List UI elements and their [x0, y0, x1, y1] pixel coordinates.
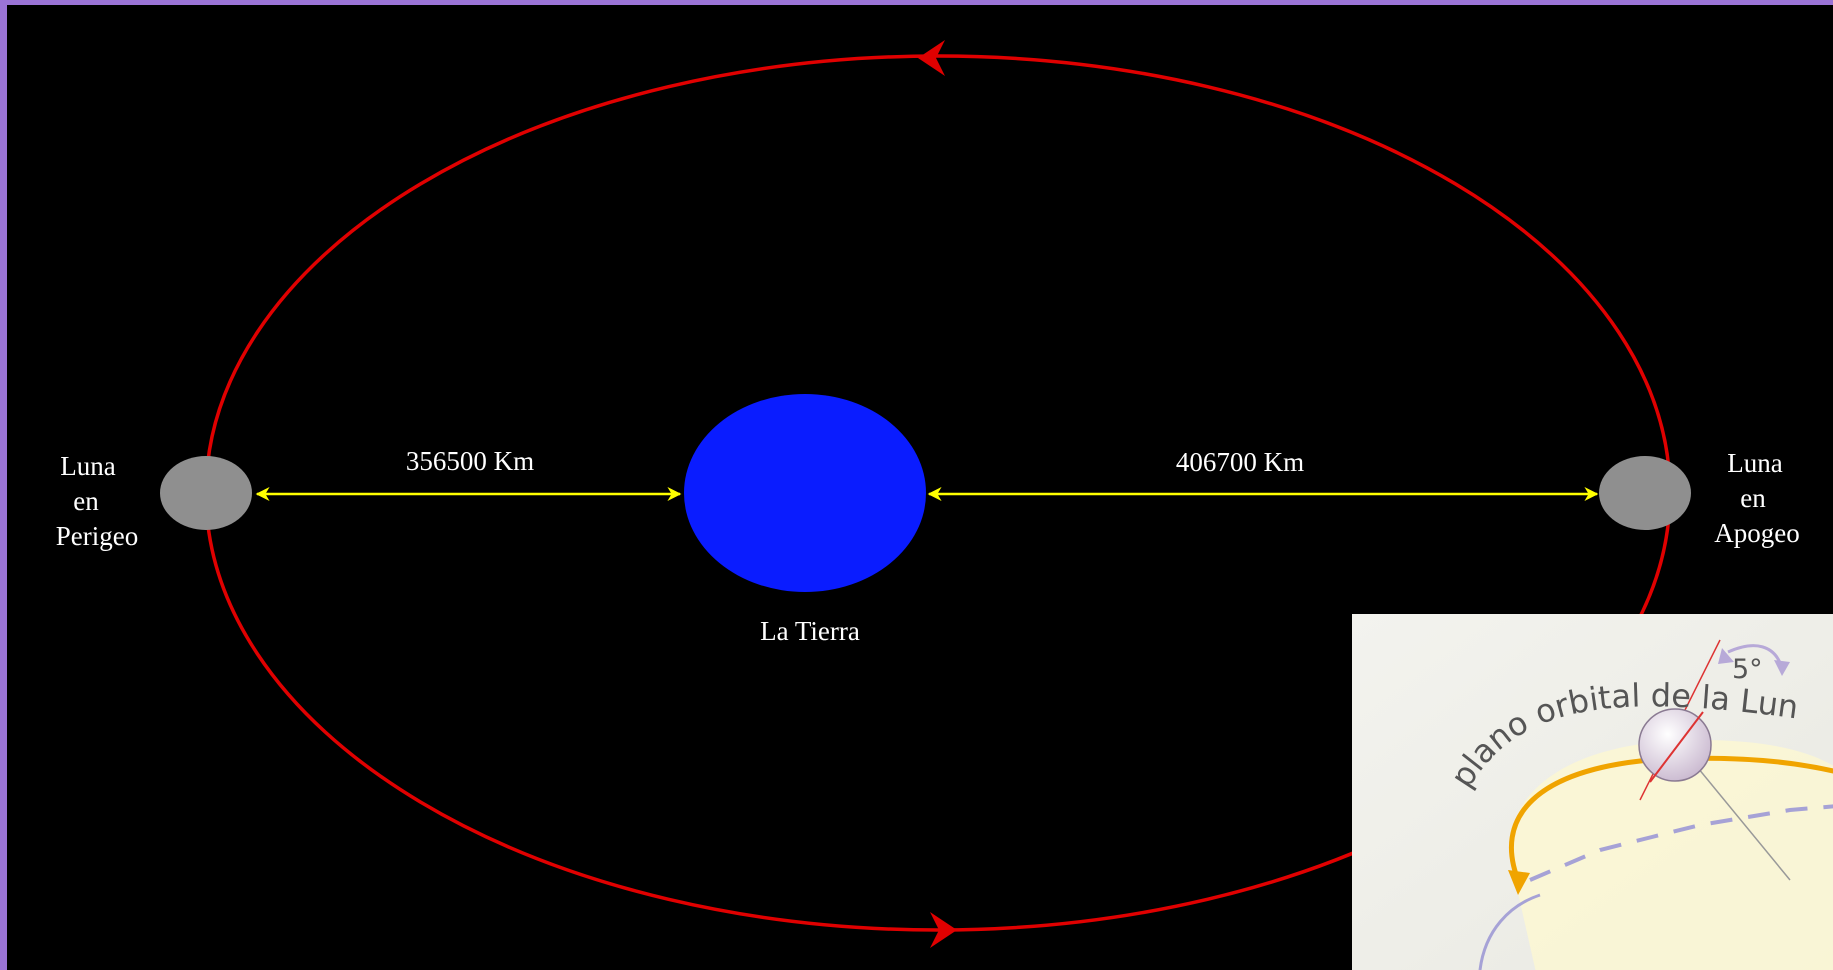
inset-moon: [1638, 708, 1712, 782]
orbital-plane-inset: 5° plano orbital de la Lun: [1352, 614, 1833, 970]
inset-lower-arc: [1478, 893, 1541, 970]
earth: [684, 394, 926, 592]
apogee-moon-label-line2: en: [1740, 483, 1766, 513]
orbit-arrow-bottom: [930, 912, 957, 948]
inset-orbit-arrowhead: [1508, 870, 1530, 895]
orbit-arrow-top: [918, 40, 945, 76]
inset-angle-label: 5°: [1732, 654, 1763, 685]
apogee-moon-label-line3: Apogeo: [1714, 518, 1799, 548]
inset-angle-arrow-right: [1774, 660, 1790, 676]
moon-perigee: [160, 456, 252, 530]
frame-left: [0, 0, 7, 970]
apogee-moon-label-line1: Luna: [1727, 448, 1782, 478]
earth-label: La Tierra: [760, 616, 860, 646]
perigee-moon-label-line2: en: [73, 486, 99, 516]
inset-angle-arrow-left: [1718, 648, 1734, 664]
frame-top: [0, 0, 1833, 5]
inset-dashed-plane: [1529, 804, 1833, 882]
perigee-distance-label: 356500 Km: [406, 446, 534, 476]
perigee-moon-label-line1: Luna: [60, 451, 115, 481]
moon-apogee: [1599, 456, 1691, 530]
inset-plane-fill: [1510, 740, 1833, 970]
inset-moon-axis: [1649, 711, 1704, 783]
perigee-moon-label-line3: Perigeo: [56, 521, 138, 551]
apogee-distance-label: 406700 Km: [1176, 447, 1304, 477]
